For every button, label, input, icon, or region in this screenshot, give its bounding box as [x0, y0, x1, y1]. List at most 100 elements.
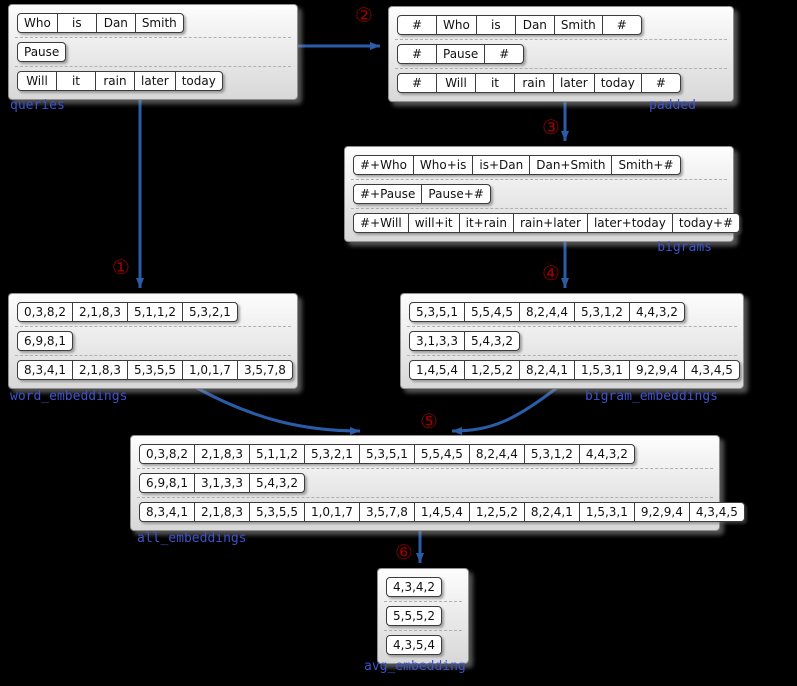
cell: today [593, 74, 641, 92]
cell: #+Pause [360, 187, 416, 201]
cell: is+Dan [472, 156, 529, 174]
cell: 4,3,4,5 [683, 361, 739, 379]
cell: 5,4,3,2 [463, 332, 519, 350]
cell: will+it [407, 214, 459, 232]
cell: 1,5,3,1 [573, 361, 629, 379]
step-1-badge: ① [112, 255, 130, 279]
word-embeddings-label: word_embeddings [10, 389, 128, 404]
arrow-word-embeddings-to-all-embeddings [194, 385, 361, 435]
cell: 5,3,1,2 [523, 445, 579, 463]
cell: Who [24, 16, 51, 30]
cell: 5,3,5,5 [126, 361, 182, 379]
cell: 6,9,8,1 [24, 334, 66, 348]
cell: today [174, 72, 222, 90]
cell-row: 3,1,3,3 5,4,3,2 [409, 331, 520, 351]
cell-row: 4,3,5,4 [386, 635, 442, 655]
cell: 3,5,7,8 [358, 503, 414, 521]
cell: Will [436, 74, 475, 92]
cell: # [601, 16, 641, 34]
cell: 2,1,8,3 [71, 361, 127, 379]
cell: # [484, 45, 523, 63]
step-5-badge: ⑤ [420, 409, 438, 433]
cell: it [56, 72, 95, 90]
cell: rain [95, 72, 134, 90]
step-2-badge: ② [355, 3, 373, 27]
cell: 4,3,4,2 [393, 580, 435, 594]
cell: 4,4,3,2 [628, 303, 684, 321]
cell: it+rain [458, 214, 513, 232]
cell: Pause [24, 45, 60, 59]
cell: 9,2,9,4 [628, 361, 684, 379]
cell: # [411, 47, 423, 61]
cell: 5,5,5,2 [393, 609, 435, 623]
cell: 8,3,4,1 [24, 363, 66, 377]
row-slot: 3,1,3,3 5,4,3,2 [407, 326, 737, 355]
cell: 1,2,5,2 [463, 361, 519, 379]
bigram-embeddings-label: bigram_embeddings [584, 389, 718, 404]
cell: 4,4,3,2 [578, 445, 634, 463]
cell: 1,0,1,7 [303, 503, 359, 521]
cell-row: 5,5,5,2 [386, 606, 442, 626]
queries-label: queries [10, 98, 65, 113]
padded-label: padded [649, 98, 696, 113]
cell: 4,3,5,4 [393, 638, 435, 652]
cell: 9,2,9,4 [633, 503, 689, 521]
cell: 3,1,3,3 [416, 334, 458, 348]
cell: Smith [553, 16, 602, 34]
cell: is [56, 14, 96, 32]
cell: Smith [134, 14, 183, 32]
row-slot: 6,9,8,1 [15, 326, 291, 355]
cell: 4,3,4,5 [688, 503, 744, 521]
cell: Dan [514, 16, 554, 34]
row-slot: 5,5,5,2 [384, 601, 462, 630]
row-slot: 4,3,4,2 [384, 573, 462, 601]
cell: Who [436, 16, 476, 34]
cell: Will [26, 74, 48, 88]
cell: # [411, 76, 423, 90]
cell: rain+later [512, 214, 587, 232]
cell: 1,4,5,4 [416, 363, 458, 377]
cell: 5,3,5,5 [248, 503, 304, 521]
step-6-badge: ⑥ [395, 540, 413, 564]
cell: 8,2,4,1 [523, 503, 579, 521]
cell: Dan [95, 14, 135, 32]
cell: 1,5,3,1 [578, 503, 634, 521]
cell-row: Pause [17, 42, 67, 62]
cell: 5,1,1,2 [126, 303, 182, 321]
step-4-badge: ④ [542, 261, 560, 285]
row-slot: 4,3,5,4 [384, 630, 462, 659]
cell: 5,3,5,1 [358, 445, 414, 463]
cell: # [411, 18, 423, 32]
cell: 2,1,8,3 [71, 303, 127, 321]
cell: 8,2,4,4 [468, 445, 524, 463]
arrow-bigram-embeddings-to-all-embeddings [451, 385, 559, 435]
cell: 5,3,2,1 [181, 303, 237, 321]
cell: Who+is [412, 156, 472, 174]
cell: is [475, 16, 515, 34]
